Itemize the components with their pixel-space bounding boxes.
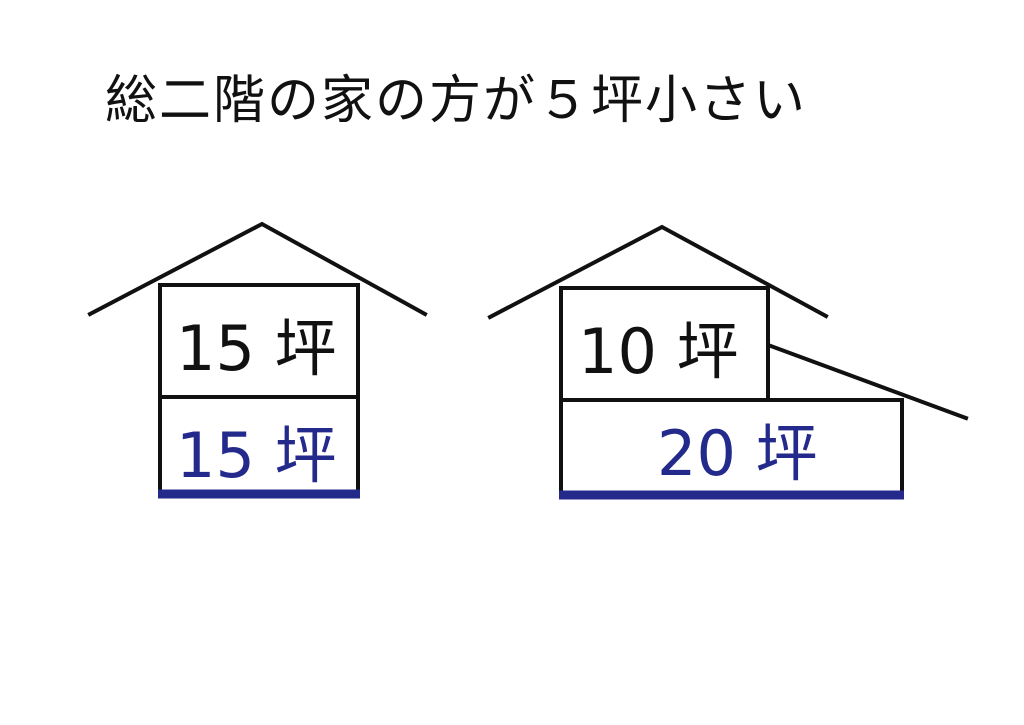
house-right-upper-label: 10 坪 xyxy=(578,315,739,388)
house-right-lean-to-roof xyxy=(765,342,969,421)
house-left-roof xyxy=(87,221,428,317)
house-right: 10 坪 20 坪 xyxy=(487,224,969,500)
house-left-lower-label: 15 坪 xyxy=(176,419,337,492)
house-right-upper-floor xyxy=(559,286,770,402)
house-right-roof xyxy=(487,224,829,320)
house-left: 15 坪 15 坪 xyxy=(87,221,428,499)
house-left-upper-label: 15 坪 xyxy=(176,312,337,385)
house-left-lower-floor xyxy=(158,395,360,496)
page-title: 総二階の家の方が５坪小さい xyxy=(105,71,807,131)
house-right-lower-label: 20 坪 xyxy=(657,417,818,490)
